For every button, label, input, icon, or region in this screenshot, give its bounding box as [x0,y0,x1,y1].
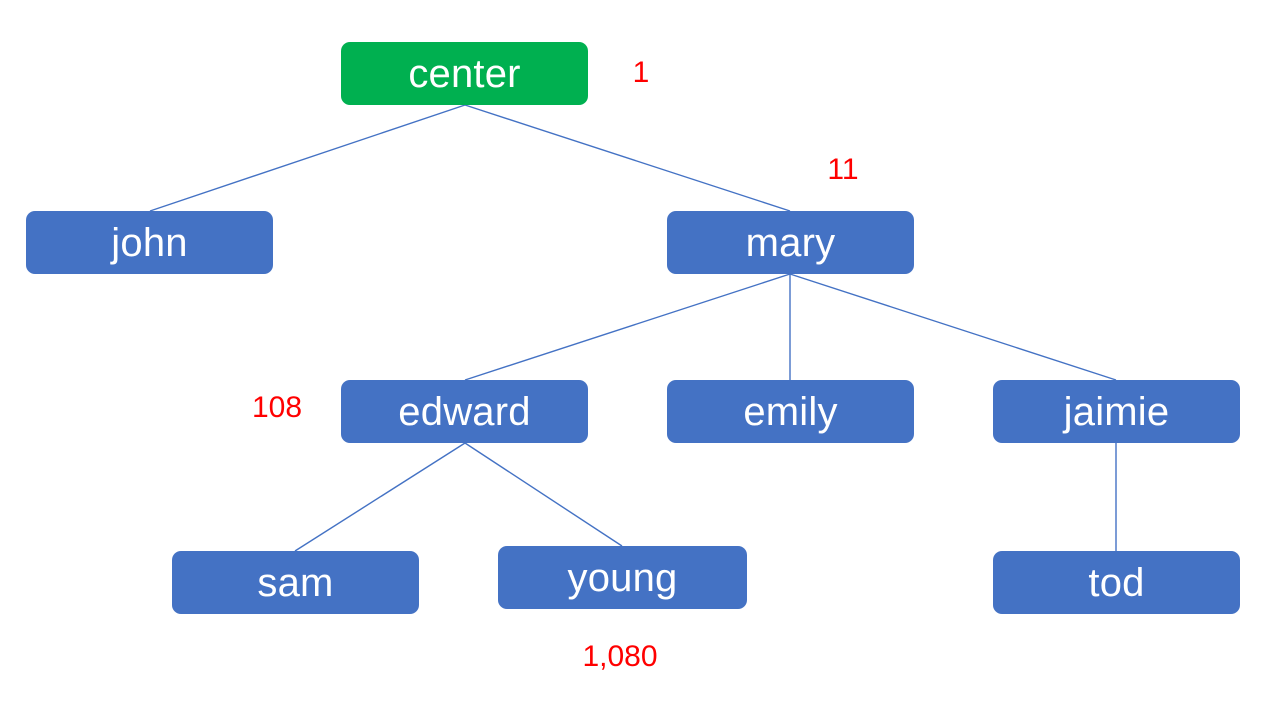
node-young[interactable]: young [498,546,747,609]
node-label-center: center [408,51,521,96]
edge-mary-to-edward [464,273,791,381]
node-label-edward: edward [398,389,531,434]
annotation-center: 1 [632,56,650,89]
node-emily[interactable]: emily [667,380,914,443]
node-label-tod: tod [1088,560,1145,605]
node-label-young: young [567,555,678,600]
node-label-emily: emily [743,389,838,434]
edge-edward-to-sam [294,442,466,552]
edge-mary-to-jaimie [789,273,1117,381]
node-label-john: john [111,220,188,265]
edge-center-to-john [149,104,466,212]
node-center[interactable]: center [341,42,588,105]
annotation-mary: 11 [827,153,859,186]
annotation-edward: 108 [251,391,303,424]
node-label-mary: mary [745,220,836,265]
edge-edward-to-young [464,442,623,547]
node-jaimie[interactable]: jaimie [993,380,1240,443]
node-label-sam: sam [257,560,334,605]
node-tod[interactable]: tod [993,551,1240,614]
annotation-young: 1,080 [582,640,658,673]
node-edward[interactable]: edward [341,380,588,443]
node-mary[interactable]: mary [667,211,914,274]
node-label-jaimie: jaimie [1063,389,1170,434]
node-john[interactable]: john [26,211,273,274]
node-sam[interactable]: sam [172,551,419,614]
edge-center-to-mary [464,104,791,212]
